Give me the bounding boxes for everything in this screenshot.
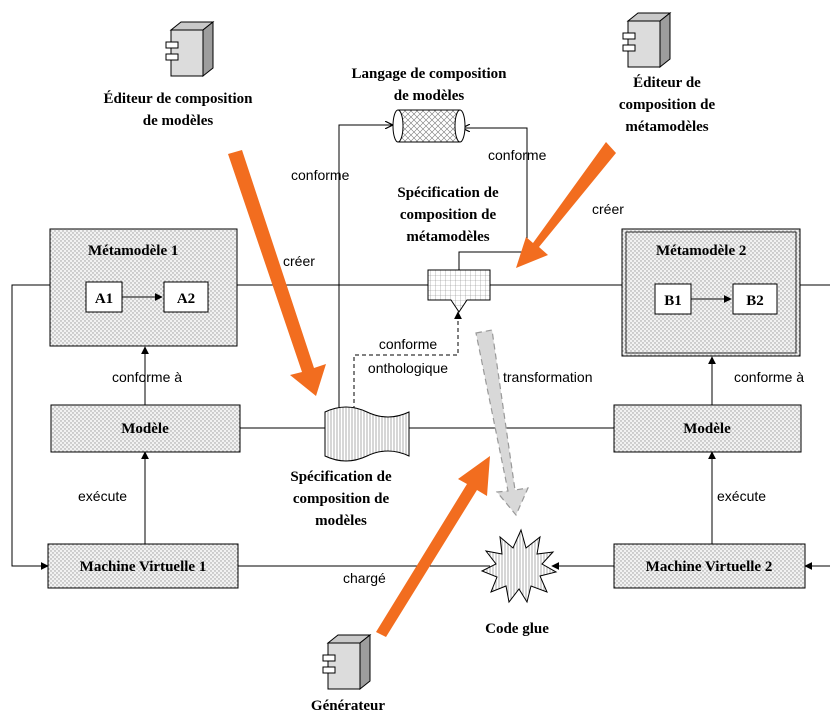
right-model-label: Modèle [683,421,731,437]
creer-right-arrow [516,142,616,268]
conforme-a-right-label: conforme à [734,369,804,385]
model-spec-icon [324,406,410,462]
metamodel-2-box [621,228,801,357]
glue-code-icon [480,528,558,604]
creer-left-label: créer [283,253,315,269]
b2-box [732,283,778,315]
model-spec-conforme-arrow [338,125,392,412]
right-vm-label: Machine Virtuelle 2 [646,559,773,575]
left-model-label: Modèle [121,421,169,437]
transformation-label: transformation [503,369,592,385]
conforme-left-label: conforme [291,167,350,183]
b1-label: B1 [664,293,682,309]
metamodel-1-box [49,228,238,347]
orange-arrows [228,142,616,637]
metamodel-1-title: Métamodèle 1 [88,243,178,259]
charge-arrow [376,456,490,637]
conforme-a-left-label: conforme à [112,369,182,385]
left-vm-label: Machine Virtuelle 1 [80,559,207,575]
creer-right-label: créer [592,201,624,217]
charge-label: chargé [343,570,386,586]
a1-box [85,281,123,313]
generator-title: Générateur [311,698,385,714]
left-loop-arrow [11,284,50,570]
conforme-right-label: conforme [488,147,547,163]
onthologique-dashed-arrow [353,311,462,410]
left-model-box [50,404,241,453]
right-loop-arrow [800,284,830,566]
model-editor-component-icon [165,20,215,78]
right-model-box [613,404,802,453]
a1-label: A1 [95,291,113,307]
transformation-arrow [475,329,529,517]
b2-label: B2 [746,293,764,309]
execute-left-label: exécute [78,488,127,504]
language-scroll-icon [392,109,466,143]
a2-label: A2 [177,291,195,307]
creer-left-arrow [228,150,326,396]
a2-box [163,281,209,313]
generator-component-icon [322,633,372,691]
right-vm-box [613,543,806,589]
metamodel-2-title: Métamodèle 2 [656,243,746,259]
metamodel-spec-icon [427,269,491,313]
glue-code-label: Code glue [485,621,549,637]
left-vm-box [47,543,239,589]
metamodel-editor-component-icon [622,11,672,69]
execute-right-label: exécute [717,488,766,504]
